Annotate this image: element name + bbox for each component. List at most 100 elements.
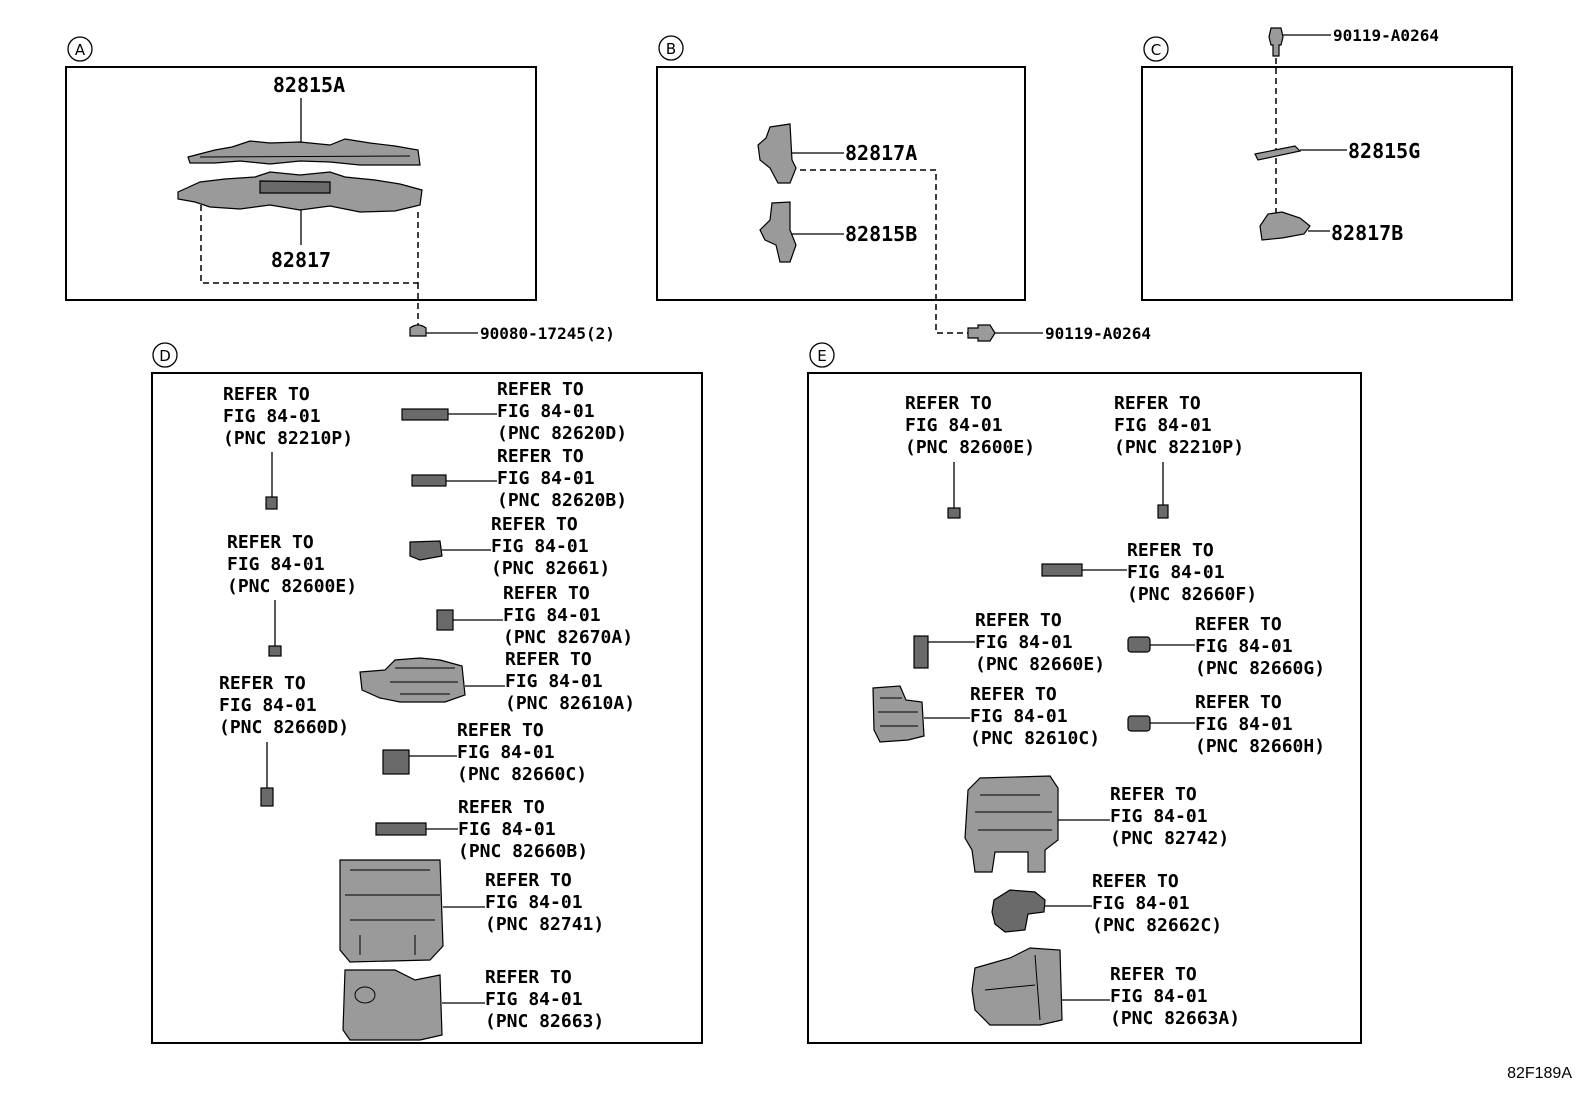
bracket-part-82817b[interactable] xyxy=(1259,211,1311,241)
carpet-part-82815a[interactable] xyxy=(187,138,421,166)
connector-icon[interactable] xyxy=(265,496,278,510)
ref-line-2: FIG 84-01 xyxy=(505,671,603,692)
ref-e-82660f[interactable]: REFER TO FIG 84-01 (PNC 82660F) xyxy=(1127,540,1257,605)
clip-icon[interactable] xyxy=(409,324,427,337)
part-number-90080-17245[interactable]: 90080-17245(2) xyxy=(480,324,615,343)
part-number-90119-a0264-b[interactable]: 90119-A0264 xyxy=(1045,324,1151,343)
ref-d-82620d[interactable]: REFER TO FIG 84-01 (PNC 82620D) xyxy=(497,379,627,444)
connector-icon[interactable] xyxy=(260,787,274,807)
connector-icon[interactable] xyxy=(913,635,929,669)
ref-line-1: REFER TO xyxy=(497,379,584,400)
ref-e-82600e[interactable]: REFER TO FIG 84-01 (PNC 82600E) xyxy=(905,393,1035,458)
ref-e-82210p[interactable]: REFER TO FIG 84-01 (PNC 82210P) xyxy=(1114,393,1244,458)
ref-line-2: FIG 84-01 xyxy=(458,819,556,840)
ref-line-3: (PNC 82620D) xyxy=(497,423,627,444)
pad-part-82815b[interactable] xyxy=(759,201,797,263)
part-detail xyxy=(878,697,918,727)
spacer-part-82815g[interactable] xyxy=(1254,145,1302,161)
ref-d-82610a[interactable]: REFER TO FIG 84-01 (PNC 82610A) xyxy=(505,649,635,714)
ref-line-2: FIG 84-01 xyxy=(975,632,1073,653)
connector-icon[interactable] xyxy=(268,645,282,657)
connector-icon[interactable] xyxy=(1041,563,1083,577)
part-number-82815g[interactable]: 82815G xyxy=(1348,139,1420,163)
ref-d-82620b[interactable]: REFER TO FIG 84-01 (PNC 82620B) xyxy=(497,446,627,511)
part-number-82817a[interactable]: 82817A xyxy=(845,141,917,165)
relay-block-icon[interactable] xyxy=(964,775,1059,873)
ref-line-1: REFER TO xyxy=(1195,614,1282,635)
part-number-82817b[interactable]: 82817B xyxy=(1331,221,1403,245)
part-detail xyxy=(984,954,1041,1021)
ref-e-82660h[interactable]: REFER TO FIG 84-01 (PNC 82660H) xyxy=(1195,692,1325,757)
fastener-dashed-line xyxy=(800,169,968,334)
part-number-90119-a0264-c[interactable]: 90119-A0264 xyxy=(1333,26,1439,45)
ref-line-2: FIG 84-01 xyxy=(223,406,321,427)
section-b-box xyxy=(656,66,1026,301)
relay-block-icon[interactable] xyxy=(339,859,444,963)
ref-e-82660e[interactable]: REFER TO FIG 84-01 (PNC 82660E) xyxy=(975,610,1105,675)
ref-line-2: FIG 84-01 xyxy=(1114,415,1212,436)
section-b-marker xyxy=(658,35,684,61)
section-d-marker xyxy=(152,342,178,368)
ref-line-1: REFER TO xyxy=(1092,871,1179,892)
ref-line-2: FIG 84-01 xyxy=(1110,986,1208,1007)
ref-line-3: (PNC 82600E) xyxy=(905,437,1035,458)
ref-line-2: FIG 84-01 xyxy=(457,742,555,763)
ref-e-82610c[interactable]: REFER TO FIG 84-01 (PNC 82610C) xyxy=(970,684,1100,749)
ref-line-2: FIG 84-01 xyxy=(227,554,325,575)
connector-icon[interactable] xyxy=(991,889,1046,933)
ref-line-2: FIG 84-01 xyxy=(1092,893,1190,914)
connector-icon[interactable] xyxy=(1127,715,1151,732)
ref-line-3: (PNC 82660D) xyxy=(219,717,349,738)
ref-e-82742[interactable]: REFER TO FIG 84-01 (PNC 82742) xyxy=(1110,784,1229,849)
ref-line-3: (PNC 82660H) xyxy=(1195,736,1325,757)
ref-d-82660d[interactable]: REFER TO FIG 84-01 (PNC 82660D) xyxy=(219,673,349,738)
ref-e-82660g[interactable]: REFER TO FIG 84-01 (PNC 82660G) xyxy=(1195,614,1325,679)
ref-line-1: REFER TO xyxy=(227,532,314,553)
section-d: D REFER TO FIG 84-01 (PNC 82210P) REFER … xyxy=(151,342,703,1044)
section-a: A 82815A 82817 90080-17245(2) xyxy=(65,36,615,343)
ref-d-82660b[interactable]: REFER TO FIG 84-01 (PNC 82660B) xyxy=(458,797,588,862)
ref-line-1: REFER TO xyxy=(970,684,1057,705)
junction-block-icon[interactable] xyxy=(359,657,466,703)
bolt-icon[interactable] xyxy=(1268,27,1284,57)
section-e-marker xyxy=(809,342,835,368)
part-detail xyxy=(975,794,1052,831)
pad-part-82817a[interactable] xyxy=(757,123,797,184)
section-e-letter: E xyxy=(817,347,826,365)
section-c: C 90119-A0264 82815G 82817B xyxy=(1141,26,1513,301)
connector-icon[interactable] xyxy=(947,507,961,519)
section-a-marker xyxy=(67,36,93,62)
part-number-82815b[interactable]: 82815B xyxy=(845,222,917,246)
ref-d-82660c[interactable]: REFER TO FIG 84-01 (PNC 82660C) xyxy=(457,720,587,785)
ref-d-82661[interactable]: REFER TO FIG 84-01 (PNC 82661) xyxy=(491,514,610,579)
ref-e-82663a[interactable]: REFER TO FIG 84-01 (PNC 82663A) xyxy=(1110,964,1240,1029)
ref-line-1: REFER TO xyxy=(485,967,572,988)
ref-line-3: (PNC 82600E) xyxy=(227,576,357,597)
cover-icon[interactable] xyxy=(342,969,443,1041)
ref-d-82600e[interactable]: REFER TO FIG 84-01 (PNC 82600E) xyxy=(227,532,357,597)
ref-d-82210p[interactable]: REFER TO FIG 84-01 (PNC 82210P) xyxy=(223,384,353,449)
ref-d-82663[interactable]: REFER TO FIG 84-01 (PNC 82663) xyxy=(485,967,604,1032)
connector-icon[interactable] xyxy=(1157,504,1169,519)
ref-d-82670a[interactable]: REFER TO FIG 84-01 (PNC 82670A) xyxy=(503,583,633,648)
connector-icon[interactable] xyxy=(436,609,454,631)
connector-icon[interactable] xyxy=(382,749,410,775)
ref-d-82741[interactable]: REFER TO FIG 84-01 (PNC 82741) xyxy=(485,870,604,935)
junction-block-icon[interactable] xyxy=(872,685,925,743)
connector-icon[interactable] xyxy=(411,474,447,487)
connector-icon[interactable] xyxy=(375,822,427,836)
connector-icon[interactable] xyxy=(1127,636,1151,653)
section-b: B 82817A 82815B 90119-A0264 xyxy=(656,35,1151,343)
bolt-icon[interactable] xyxy=(967,324,996,342)
part-number-82817[interactable]: 82817 xyxy=(271,248,331,272)
connector-icon[interactable] xyxy=(409,540,443,561)
part-number-82815a[interactable]: 82815A xyxy=(273,73,345,97)
section-d-letter: D xyxy=(159,347,171,365)
ref-e-82662c[interactable]: REFER TO FIG 84-01 (PNC 82662C) xyxy=(1092,871,1222,936)
connector-icon[interactable] xyxy=(401,408,449,421)
ref-line-1: REFER TO xyxy=(1195,692,1282,713)
ref-line-1: REFER TO xyxy=(503,583,590,604)
section-e-box xyxy=(807,372,1362,1044)
ref-line-3: (PNC 82660B) xyxy=(458,841,588,862)
ref-line-3: (PNC 82210P) xyxy=(1114,437,1244,458)
